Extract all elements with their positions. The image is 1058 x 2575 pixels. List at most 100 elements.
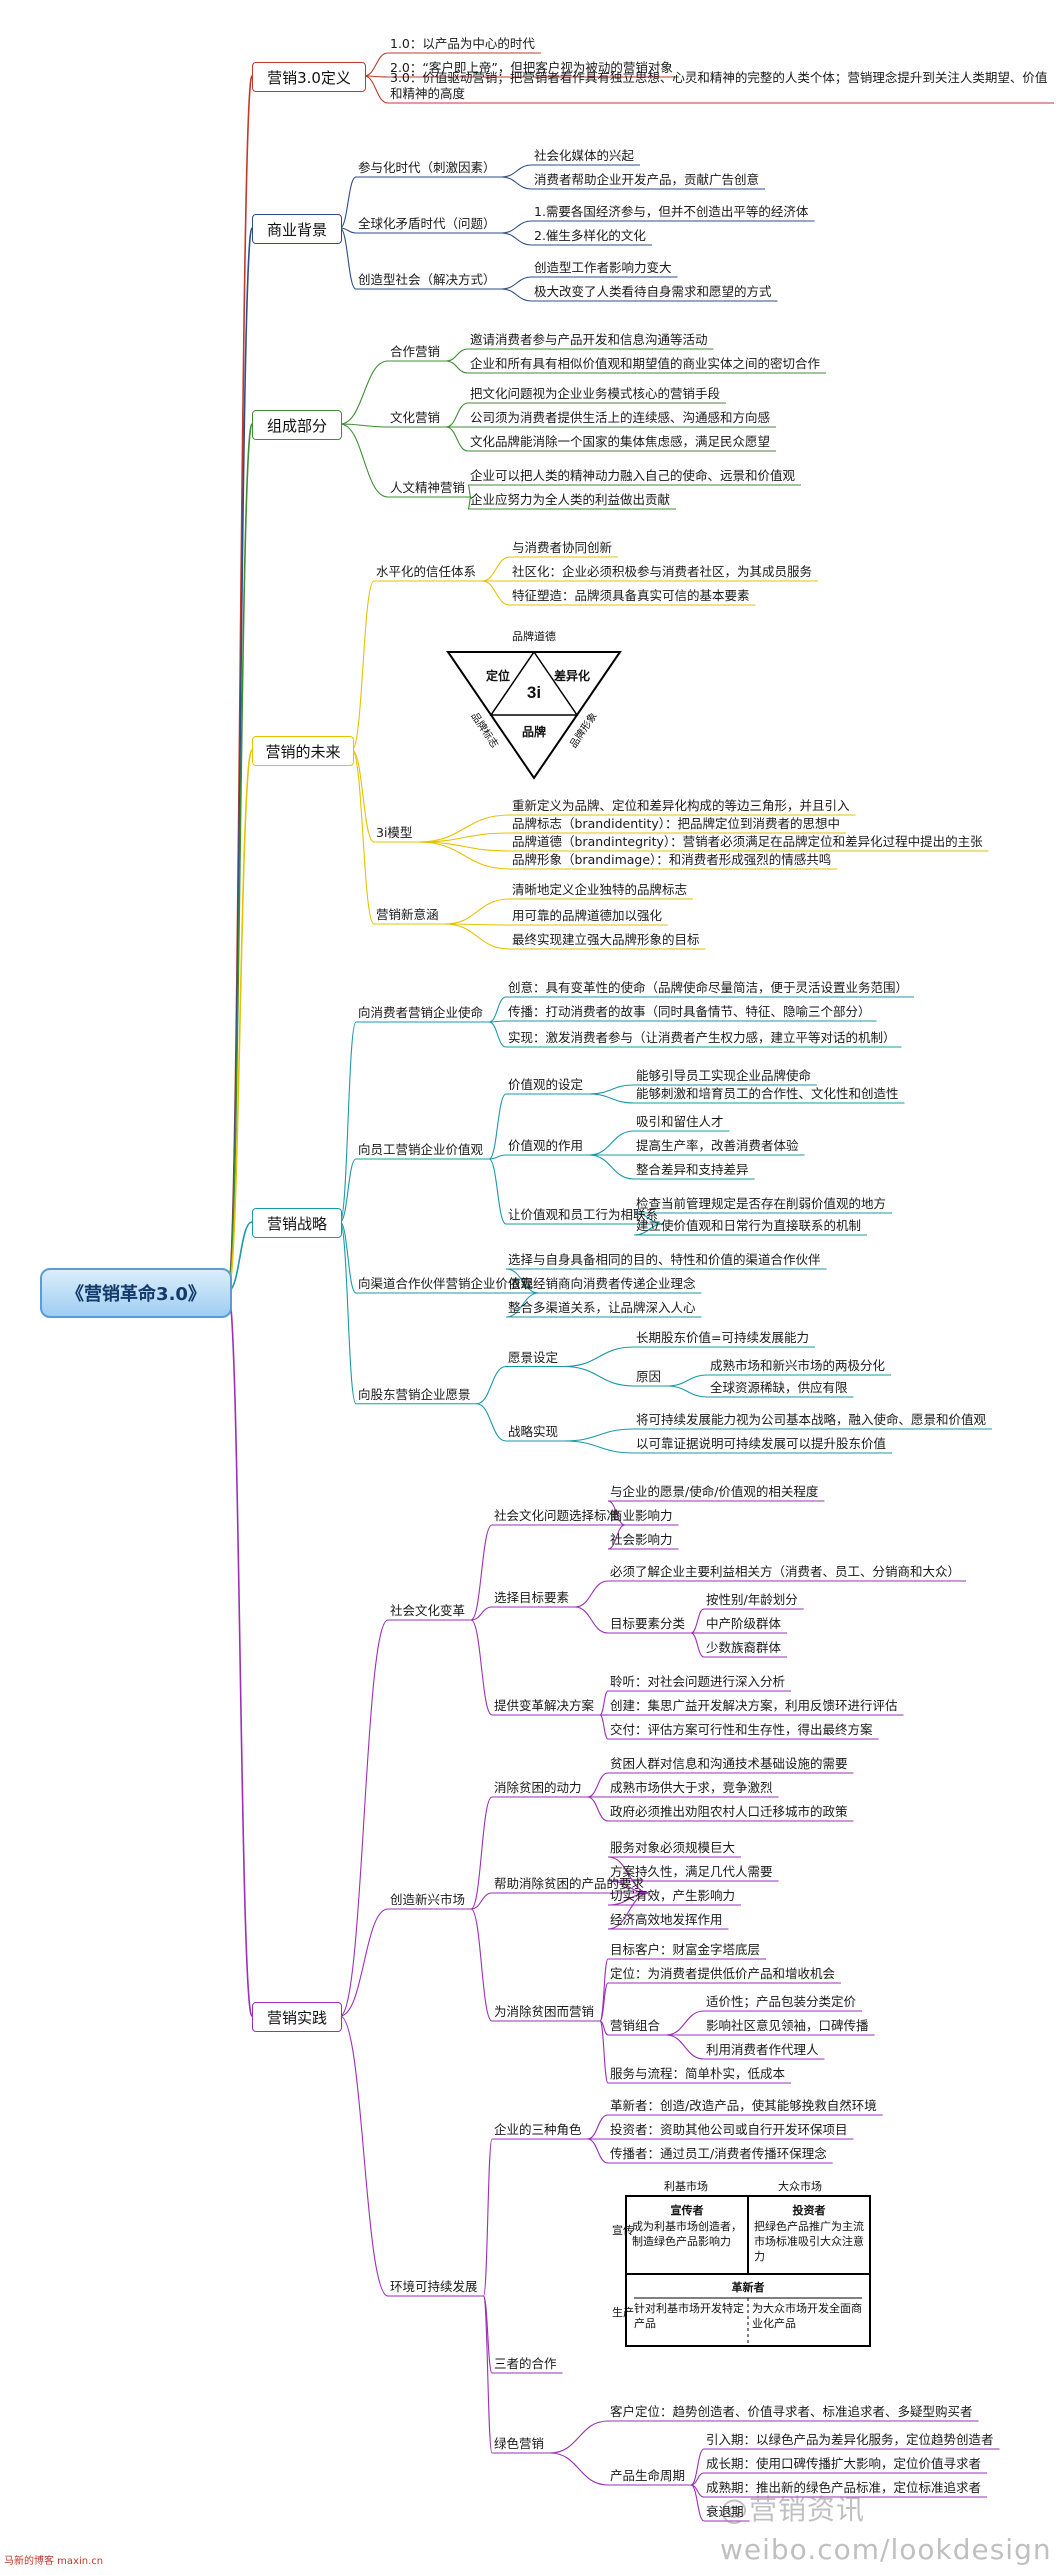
mindmap-topic[interactable]: 社会化媒体的兴起 xyxy=(534,148,635,163)
mindmap-topic[interactable]: 客户定位：趋势创造者、价值寻求者、标准追求者、多疑型购买者 xyxy=(610,2404,973,2419)
mindmap-topic[interactable]: 公司须为消费者提供生活上的连续感、沟通感和方向感 xyxy=(470,410,771,425)
mindmap-topic[interactable]: 1.需要各国经济参与，但并不创造出平等的经济体 xyxy=(534,204,809,219)
mindmap-topic[interactable]: 清晰地定义企业独特的品牌标志 xyxy=(512,882,688,897)
mindmap-topic[interactable]: 愿景设定 xyxy=(508,1349,559,1365)
main-branch-strategy[interactable]: 营销战略 xyxy=(252,1208,342,1238)
mindmap-topic[interactable]: 吸引和留住人才 xyxy=(636,1114,724,1129)
mindmap-topic[interactable]: 整合多渠道关系，让品牌深入人心 xyxy=(508,1300,696,1315)
mindmap-topic[interactable]: 长期股东价值=可持续发展能力 xyxy=(636,1330,809,1345)
mindmap-topic[interactable]: 极大改变了人类看待自身需求和愿望的方式 xyxy=(534,284,772,299)
mindmap-topic[interactable]: 引入期：以绿色产品为差异化服务，定位趋势创造者 xyxy=(706,2432,994,2447)
main-branch-future[interactable]: 营销的未来 xyxy=(252,736,354,766)
mindmap-topic[interactable]: 定位：为消费者提供低价产品和增收机会 xyxy=(610,1966,836,1981)
mindmap-topic[interactable]: 选择与自身具备相同的目的、特性和价值的渠道合作伙伴 xyxy=(508,1252,821,1267)
mindmap-topic[interactable]: 企业的三种角色 xyxy=(494,2122,582,2137)
mindmap-topic[interactable]: 与消费者协同创新 xyxy=(512,540,613,555)
mindmap-topic[interactable]: 2.催生多样化的文化 xyxy=(534,228,646,243)
mindmap-topic[interactable]: 创建：集思广益开发解决方案，利用反馈环进行评估 xyxy=(610,1698,898,1713)
mindmap-topic[interactable]: 政府必须推出劝阻农村人口迁移城市的政策 xyxy=(610,1804,848,1819)
mindmap-topic[interactable]: 交付：评估方案可行性和生存性，得出最终方案 xyxy=(610,1722,873,1737)
mindmap-topic[interactable]: 价值观的设定 xyxy=(508,1077,584,1092)
mindmap-topic[interactable]: 创意：具有变革性的使命（品牌使命尽量简洁，便于灵活设置业务范围） xyxy=(508,980,909,995)
mindmap-topic[interactable]: 创造型工作者影响力变大 xyxy=(534,260,672,275)
mindmap-topic[interactable]: 环境可持续发展 xyxy=(390,2279,478,2294)
mindmap-topic[interactable]: 特征塑造：品牌须具备真实可信的基本要素 xyxy=(512,588,750,603)
mindmap-topic[interactable]: 消费者帮助企业开发产品，贡献广告创意 xyxy=(534,172,760,187)
mindmap-topic[interactable]: 服务对象必须规模巨大 xyxy=(610,1840,736,1855)
main-branch-comp[interactable]: 组成部分 xyxy=(252,410,342,440)
mindmap-topic[interactable]: 方案持久性，满足几代人需要 xyxy=(610,1864,773,1879)
mindmap-root-topic[interactable]: 《营销革命3.0》 xyxy=(40,1268,232,1318)
mindmap-topic[interactable]: 战略实现 xyxy=(508,1424,559,1439)
mindmap-topic[interactable]: 必须了解企业主要利益相关方（消费者、员工、分销商和大众） xyxy=(610,1564,961,1579)
mindmap-topic[interactable]: 创造新兴市场 xyxy=(390,1892,466,1907)
mindmap-topic[interactable]: 全球资源稀缺，供应有限 xyxy=(710,1380,848,1395)
mindmap-topic[interactable]: 用可靠的品牌道德加以强化 xyxy=(512,908,663,923)
mindmap-topic[interactable]: 文化营销 xyxy=(390,410,441,425)
mindmap-topic[interactable]: 投资者：资助其他公司或自行开发环保项目 xyxy=(610,2122,848,2137)
mindmap-topic[interactable]: 少数族裔群体 xyxy=(706,1640,782,1655)
mindmap-topic[interactable]: 三者的合作 xyxy=(494,2356,557,2371)
mindmap-topic[interactable]: 与企业的愿景/使命/价值观的相关程度 xyxy=(610,1484,819,1499)
mindmap-topic[interactable]: 邀请消费者参与产品开发和信息沟通等活动 xyxy=(470,332,708,347)
mindmap-topic[interactable]: 贫困人群对信息和沟通技术基础设施的需要 xyxy=(610,1756,848,1771)
mindmap-topic[interactable]: 重新定义为品牌、定位和差异化构成的等边三角形，并且引入 xyxy=(512,798,850,813)
mindmap-topic[interactable]: 能够引导员工实现企业品牌使命 xyxy=(636,1068,812,1083)
mindmap-topic[interactable]: 中产阶级群体 xyxy=(706,1616,782,1631)
mindmap-topic[interactable]: 聆听：对社会问题进行深入分析 xyxy=(610,1674,786,1689)
mindmap-topic[interactable]: 传播：打动消费者的故事（同时具备情节、特征、隐喻三个部分） xyxy=(508,1004,871,1019)
main-branch-practice[interactable]: 营销实践 xyxy=(252,2002,342,2032)
mindmap-topic[interactable]: 把文化问题视为企业业务模式核心的营销手段 xyxy=(470,386,721,401)
mindmap-topic[interactable]: 传播者：通过员工/消费者传播环保理念 xyxy=(610,2146,827,2161)
mindmap-topic[interactable]: 营销组合 xyxy=(610,2018,661,2033)
mindmap-topic[interactable]: 1.0：以产品为中心的时代 xyxy=(390,36,535,51)
mindmap-topic[interactable]: 社区化：企业必须积极参与消费者社区，为其成员服务 xyxy=(512,564,813,579)
mindmap-topic[interactable]: 帮助消除贫困的产品的要求 xyxy=(494,1876,645,1891)
mindmap-topic[interactable]: 按性别/年龄划分 xyxy=(706,1592,798,1607)
mindmap-topic[interactable]: 服务与流程：简单朴实，低成本 xyxy=(610,2066,786,2081)
mindmap-topic[interactable]: 让价值观和员工行为相联系 xyxy=(508,1207,659,1222)
mindmap-topic[interactable]: 2.0：“客户即上帝”，但把客户视为被动的营销对象 xyxy=(390,60,673,75)
mindmap-topic[interactable]: 参与化时代（刺激因素） xyxy=(358,160,496,175)
mindmap-topic[interactable]: 向员工营销企业价值观 xyxy=(358,1142,484,1157)
main-branch-def[interactable]: 营销3.0定义 xyxy=(252,62,366,92)
mindmap-topic[interactable]: 3i模型 xyxy=(376,825,413,840)
mindmap-topic[interactable]: 社会文化问题选择标准 xyxy=(494,1508,620,1523)
mindmap-topic[interactable]: 成熟市场和新兴市场的两极分化 xyxy=(710,1358,886,1373)
mindmap-topic[interactable]: 向渠道合作伙伴营销企业价值观 xyxy=(358,1276,534,1291)
mindmap-topic[interactable]: 能够刺激和培育员工的合作性、文化性和创造性 xyxy=(636,1086,899,1101)
mindmap-topic[interactable]: 为消除贫困而营销 xyxy=(494,2004,595,2019)
mindmap-topic[interactable]: 提供变革解决方案 xyxy=(494,1698,595,1713)
mindmap-topic[interactable]: 依靠经销商向消费者传递企业理念 xyxy=(508,1276,696,1291)
mindmap-topic[interactable]: 建立使价值观和日常行为直接联系的机制 xyxy=(636,1218,862,1233)
mindmap-topic[interactable]: 绿色营销 xyxy=(494,2436,545,2451)
mindmap-topic[interactable]: 价值观的作用 xyxy=(508,1138,584,1153)
mindmap-topic[interactable]: 成熟期：推出新的绿色产品标准，定位标准追求者 xyxy=(706,2480,982,2495)
mindmap-topic[interactable]: 创造型社会（解决方式） xyxy=(358,272,496,287)
mindmap-topic[interactable]: 目标客户：财富金字塔底层 xyxy=(610,1942,761,1957)
mindmap-topic[interactable]: 合作营销 xyxy=(390,344,441,359)
mindmap-topic[interactable]: 3.0：价值驱动营销；把营销者看作具有独立思想、心灵和精神的完整的人类个体；营销… xyxy=(390,70,1048,101)
mindmap-topic[interactable]: 全球化矛盾时代（问题） xyxy=(358,216,496,231)
mindmap-topic[interactable]: 水平化的信任体系 xyxy=(376,564,477,579)
mindmap-topic[interactable]: 商业影响力 xyxy=(610,1508,673,1523)
mindmap-topic[interactable]: 人文精神营销 xyxy=(390,480,466,495)
mindmap-topic[interactable]: 营销新意涵 xyxy=(376,907,439,922)
mindmap-topic[interactable]: 实现：激发消费者参与（让消费者产生权力感，建立平等对话的机制） xyxy=(508,1030,896,1045)
mindmap-topic[interactable]: 向消费者营销企业使命 xyxy=(358,1005,484,1020)
mindmap-topic[interactable]: 目标要素分类 xyxy=(610,1616,686,1631)
mindmap-topic[interactable]: 原因 xyxy=(636,1369,662,1384)
mindmap-topic[interactable]: 整合差异和支持差异 xyxy=(636,1162,749,1177)
mindmap-topic[interactable]: 成长期：使用口碑传播扩大影响，定位价值寻求者 xyxy=(706,2456,982,2471)
mindmap-topic[interactable]: 品牌道德（brandintegrity）：营销者必须满足在品牌定位和差异化过程中… xyxy=(512,834,983,849)
mindmap-topic[interactable]: 适价性；产品包装分类定价 xyxy=(706,1994,857,2009)
mindmap-topic[interactable]: 选择目标要素 xyxy=(494,1590,570,1605)
mindmap-topic[interactable]: 将可持续发展能力视为公司基本战略，融入使命、愿景和价值观 xyxy=(636,1412,987,1427)
mindmap-topic[interactable]: 最终实现建立强大品牌形象的目标 xyxy=(512,932,700,947)
mindmap-topic[interactable]: 切实有效，产生影响力 xyxy=(610,1888,736,1903)
mindmap-topic[interactable]: 消除贫困的动力 xyxy=(494,1780,582,1795)
mindmap-topic[interactable]: 文化品牌能消除一个国家的集体焦虑感，满足民众愿望 xyxy=(470,434,771,449)
mindmap-topic[interactable]: 革新者：创造/改造产品，使其能够挽救自然环境 xyxy=(610,2098,877,2113)
mindmap-topic[interactable]: 品牌标志（brandidentity）：把品牌定位到消费者的思想中 xyxy=(512,816,841,831)
mindmap-topic[interactable]: 衰退期 xyxy=(706,2504,744,2519)
